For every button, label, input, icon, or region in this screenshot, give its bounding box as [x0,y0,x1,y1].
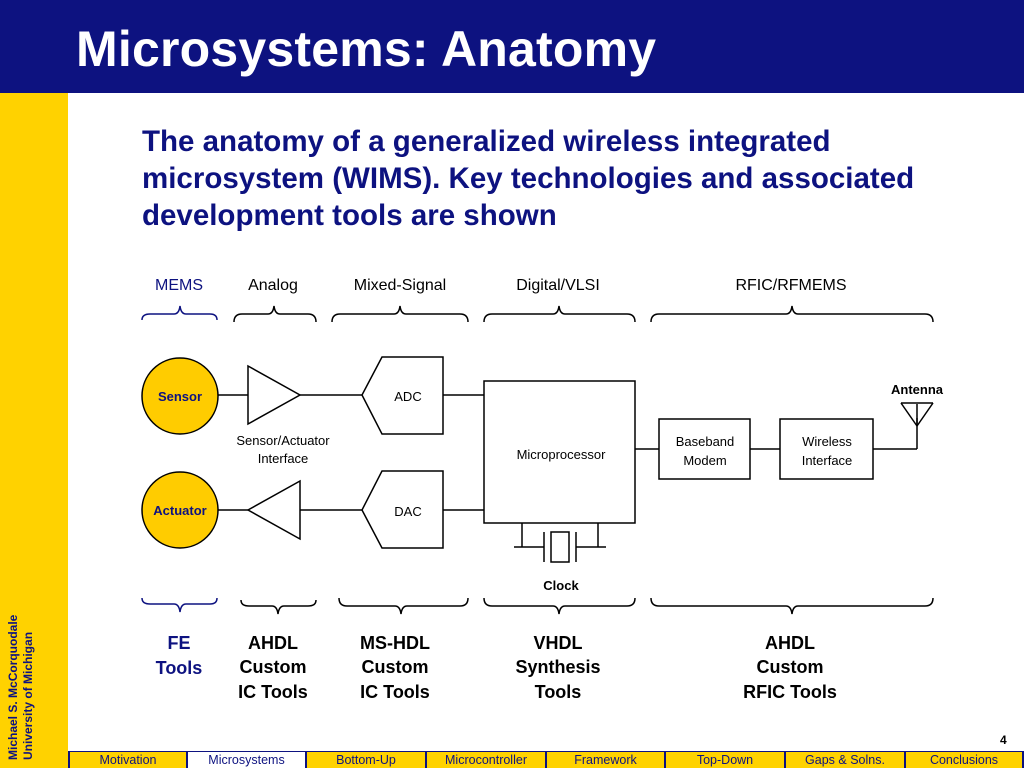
brace-bottom-analog [240,599,317,615]
microprocessor-label: Microprocessor [517,447,607,462]
category-digital-vlsi: Digital/VLSI [516,277,600,294]
antenna-label: Antenna [891,382,944,397]
nav-tab-framework[interactable]: Framework [547,752,664,768]
tools-rfic-line3: RFIC Tools [743,682,837,702]
baseband-label-line2: Modem [683,453,726,468]
nav-tab-microsystems[interactable]: Microsystems [188,752,305,768]
actuator-driver [246,479,301,541]
brace-bottom-digital [483,597,636,615]
tools-analog-line1: AHDL [248,633,298,653]
wireless-label-line2: Interface [802,453,853,468]
tools-mems-line1: FE [167,633,190,653]
tools-rfic: AHDL Custom RFIC Tools [743,633,837,702]
microprocessor-block [483,380,636,524]
wireless-label-line1: Wireless [802,434,852,449]
brace-bottom-mixed-signal [338,597,469,615]
tools-digital-line2: Synthesis [515,657,600,677]
category-mixed-signal: Mixed-Signal [354,277,446,294]
tools-mems-line2: Tools [156,658,203,678]
tools-analog: AHDL Custom IC Tools [238,633,308,702]
brace-top-rfic [650,305,934,323]
slide-title: Microsystems: Anatomy [76,21,657,77]
tools-digital-line3: Tools [535,682,582,702]
nav-tab-top-down[interactable]: Top-Down [666,752,784,768]
tools-mixed-signal-line2: Custom [362,657,429,677]
baseband-modem-block [658,418,751,480]
sensor-amplifier [247,364,302,426]
tools-digital-line1: VHDL [534,633,583,653]
nav-tab-conclusions[interactable]: Conclusions [906,752,1022,768]
brace-top-mixed-signal [331,305,469,323]
category-mems: MEMS [155,277,203,294]
actuator-node [141,471,219,549]
brace-top-analog [233,305,317,323]
sensor-label: Sensor [158,389,202,404]
adc-block [361,356,444,435]
category-rfic-rfmems: RFIC/RFMEMS [735,277,846,294]
tools-mems: FE Tools [156,633,203,678]
nav-tab-microcontroller[interactable]: Microcontroller [427,752,545,768]
nav-tab-bottom-up[interactable]: Bottom-Up [307,752,425,768]
dac-block [361,470,444,549]
side-bar [0,93,68,768]
sensor-node [141,357,219,435]
baseband-label-line1: Baseband [676,434,735,449]
section-nav-bar: Motivation Microsystems Bottom-Up Microc… [68,751,1024,768]
tools-analog-line3: IC Tools [238,682,308,702]
tools-rfic-line1: AHDL [765,633,815,653]
clock-crystal [514,523,606,563]
tools-digital: VHDL Synthesis Tools [515,633,600,702]
brace-top-mems [141,305,218,321]
intro-text: The anatomy of a generalized wireless in… [142,125,915,232]
interface-label-line2: Interface [258,451,309,466]
category-analog: Analog [248,277,298,294]
brace-top-digital [483,305,636,323]
tools-mixed-signal: MS-HDL Custom IC Tools [360,633,430,702]
signal-wires [218,394,918,511]
interface-label-line1: Sensor/Actuator [236,433,330,448]
wireless-interface-block [779,418,874,480]
nav-tab-motivation[interactable]: Motivation [70,752,186,768]
tools-rfic-line2: Custom [757,657,824,677]
tools-mixed-signal-line1: MS-HDL [360,633,430,653]
clock-label: Clock [543,578,579,593]
brace-bottom-rfic [650,597,934,615]
page-number: 4 [1000,733,1007,747]
title-bar: Microsystems: Anatomy [0,0,1024,93]
antenna-icon [900,402,934,427]
brace-bottom-mems [141,597,218,613]
adc-label: ADC [394,389,421,404]
tools-mixed-signal-line3: IC Tools [360,682,430,702]
actuator-label: Actuator [153,503,206,518]
nav-tab-gaps-solns[interactable]: Gaps & Solns. [786,752,904,768]
tools-analog-line2: Custom [240,657,307,677]
dac-label: DAC [394,504,421,519]
